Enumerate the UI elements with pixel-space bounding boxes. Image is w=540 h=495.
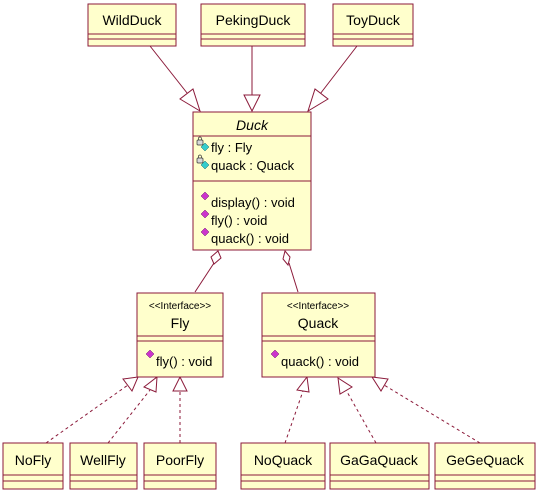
class-gagaquack[interactable]: GaGaQuack <box>329 442 430 490</box>
edges <box>45 45 481 444</box>
class-noquack[interactable]: NoQuack <box>240 442 326 490</box>
edge-wellfly-fly <box>107 389 151 444</box>
edge-gegequack-quack <box>383 384 481 444</box>
class-poorfly[interactable]: PoorFly <box>143 442 217 490</box>
class-pekingduck[interactable]: PekingDuck <box>200 3 306 47</box>
method-icon <box>200 227 210 237</box>
realization-arrow-poorfly <box>172 375 188 392</box>
class-wellfly[interactable]: WellFly <box>69 442 138 490</box>
edge-wildduck-duck <box>149 45 192 99</box>
class-nofly[interactable]: NoFly <box>2 442 64 490</box>
edge-duck-quack <box>288 262 299 293</box>
method-fly: fly() : void <box>156 354 212 369</box>
realization-arrow-noquack <box>296 375 310 393</box>
method-icon <box>145 349 155 359</box>
stereotype-label: <<Interface>> <box>149 301 211 312</box>
class-toyduck[interactable]: ToyDuck <box>332 3 414 47</box>
method-fly: fly() : void <box>211 213 267 228</box>
class-name: WellFly <box>80 452 126 468</box>
method-quack: quack() : void <box>281 354 359 369</box>
attribute-quack: quack : Quack <box>211 158 295 173</box>
interface-quack[interactable]: <<Interface>> Quack quack() : void <box>261 292 376 378</box>
class-wildduck[interactable]: WildDuck <box>87 3 177 47</box>
aggregation-diamond-quack <box>282 249 291 267</box>
edge-gagaquack-quack <box>345 389 377 444</box>
edge-duck-fly <box>194 262 215 293</box>
edge-nofly-fly <box>45 384 129 444</box>
interface-fly[interactable]: <<Interface>> Fly fly() : void <box>136 292 224 378</box>
class-name: NoFly <box>15 452 52 468</box>
attribute-icon <box>196 136 210 152</box>
realization-arrow-wellfly <box>143 375 158 393</box>
class-name: GaGaQuack <box>340 452 419 468</box>
method-icon <box>200 191 210 201</box>
attribute-fly: fly : Fly <box>211 140 253 155</box>
edge-noquack-quack <box>284 390 304 444</box>
edge-toyduck-duck <box>316 45 358 99</box>
method-icon <box>200 209 210 219</box>
interface-name: Quack <box>298 315 339 331</box>
aggregation-diamond-fly <box>210 250 222 265</box>
class-name: GeGeQuack <box>446 452 525 468</box>
method-icon <box>270 349 280 359</box>
class-name: NoQuack <box>254 452 313 468</box>
realization-arrow-nofly <box>122 376 139 392</box>
realization-arrow-gegequack <box>371 376 389 392</box>
class-name: Duck <box>236 117 269 133</box>
method-quack: quack() : void <box>211 231 289 246</box>
method-display: display() : void <box>211 195 295 210</box>
class-duck[interactable]: Duck fly : Fly quack : Quack display() :… <box>192 111 312 251</box>
attribute-icon <box>196 154 210 170</box>
class-name: PoorFly <box>156 452 204 468</box>
class-name: PekingDuck <box>216 12 292 28</box>
class-gegequack[interactable]: GeGeQuack <box>434 442 536 490</box>
class-name: WildDuck <box>102 12 162 28</box>
generalization-arrow-pekingduck <box>243 94 261 113</box>
interface-name: Fly <box>171 315 190 331</box>
generalization-arrow-wildduck <box>179 88 201 113</box>
generalization-arrow-toyduck <box>307 88 329 113</box>
stereotype-label: <<Interface>> <box>287 301 349 312</box>
realization-arrow-gagaquack <box>337 377 353 395</box>
class-name: ToyDuck <box>346 12 401 28</box>
